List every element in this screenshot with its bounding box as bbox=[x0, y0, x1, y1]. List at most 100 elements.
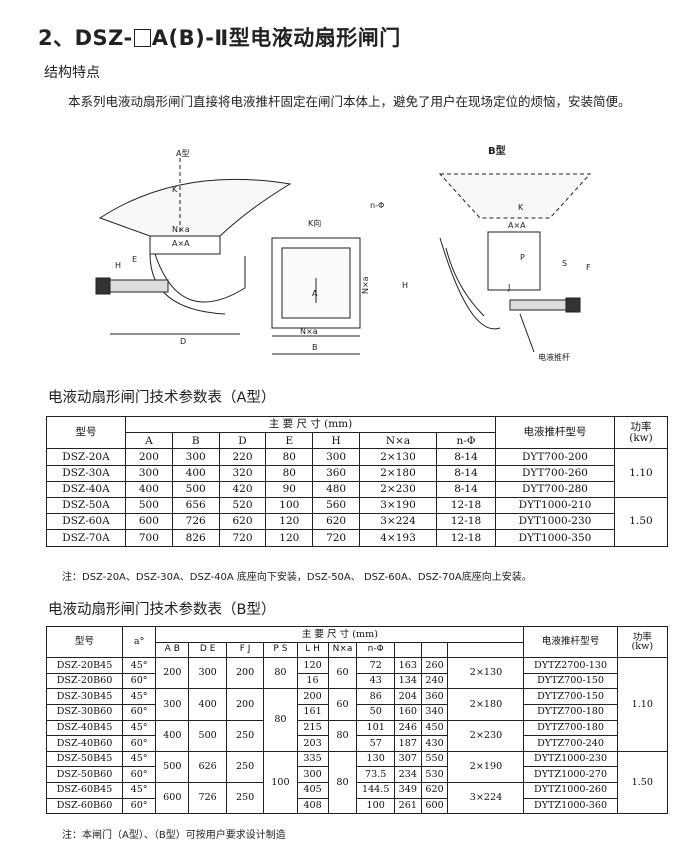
table-row: DSZ-30B45 45° 300 400 200 80 200 60 86 2… bbox=[45, 688, 668, 752]
cell-actuator: DYTZ1000-230 bbox=[523, 750, 618, 768]
nxa-label-a: N×a bbox=[172, 225, 190, 234]
cell-h: 300 bbox=[312, 448, 360, 466]
cell-angle: 45° bbox=[122, 688, 157, 705]
col-p-b: P bbox=[273, 644, 279, 655]
technical-drawing: A型 K N×a A×A E H D K向 n-Φ A N×a N×a B B型… bbox=[95, 144, 592, 362]
col-model-header: 型号 bbox=[46, 415, 126, 450]
col-f-b: F bbox=[239, 644, 245, 655]
table-row: DSZ-20B60 60° 16 43 134 240 DYTZ700-150 bbox=[45, 672, 668, 690]
cell-e: 80 bbox=[263, 657, 298, 690]
cell-h: 161 bbox=[296, 703, 329, 721]
power-unit: (kw) bbox=[629, 431, 653, 444]
cell-angle: 60° bbox=[122, 766, 157, 783]
col-blank-2 bbox=[420, 641, 449, 659]
cell-nxa: 2×180 bbox=[359, 464, 437, 482]
cell-c1: 134 bbox=[393, 672, 422, 690]
cell-actuator: DYT700-260 bbox=[495, 464, 615, 482]
cell-nphi: 12-18 bbox=[436, 529, 496, 547]
cell-c2: 550 bbox=[420, 750, 449, 768]
col-l-b: L bbox=[305, 644, 311, 655]
main-dims-unit-b: (mm) bbox=[352, 628, 378, 640]
table-row: DSZ-60B45 45° 600 726 250 405 144.5 349 … bbox=[45, 781, 668, 815]
cell-e: 100 bbox=[265, 496, 314, 515]
col-actuator-header: 电液推杆型号 bbox=[495, 415, 615, 450]
table-row: DSZ-60A 600 726 620 120 620 3×224 12-18 … bbox=[46, 513, 668, 531]
cell-angle: 60° bbox=[122, 703, 157, 721]
cell-c2: 600 bbox=[420, 797, 449, 815]
table-row: DSZ-40B45 45° 400 500 250 215 80 101 246… bbox=[45, 719, 668, 752]
col-b: B bbox=[171, 432, 220, 450]
cell-model: DSZ-50B60 bbox=[45, 766, 124, 783]
cell-h: 200 bbox=[296, 688, 329, 705]
cell-model: DSZ-40B60 bbox=[45, 735, 124, 752]
title-prefix: 2、DSZ- bbox=[38, 26, 133, 50]
cell-h: 480 bbox=[312, 480, 360, 498]
main-dims-label: 主 要 尺 寸 bbox=[268, 418, 321, 431]
power-label-b: 功率 bbox=[632, 631, 652, 643]
cell-c2: 340 bbox=[420, 703, 449, 721]
d-label: D bbox=[180, 337, 186, 346]
actuator-label: 电液推杆 bbox=[538, 352, 570, 362]
power-unit-b: (kw) bbox=[631, 641, 654, 653]
col-s-b: S bbox=[281, 644, 288, 655]
cell-nxa: 2×230 bbox=[359, 480, 437, 498]
cell-model: DSZ-70A bbox=[46, 529, 126, 547]
cell-c2: 450 bbox=[420, 719, 449, 737]
cell-d: 200 bbox=[225, 657, 265, 690]
cell-nxa: 73.5 bbox=[356, 766, 395, 783]
cell-d: 200 bbox=[225, 688, 265, 721]
cell-b: 826 bbox=[171, 529, 220, 547]
cell-model: DSZ-30B60 bbox=[45, 703, 124, 721]
cell-a: 500 bbox=[125, 496, 173, 515]
cell-model: DSZ-40A bbox=[46, 480, 126, 498]
cell-a: 300 bbox=[155, 688, 190, 721]
col-nphi: n-Φ bbox=[436, 432, 496, 450]
cell-d: 220 bbox=[218, 448, 267, 466]
cell-e: 100 bbox=[263, 750, 298, 815]
col-h: H bbox=[312, 432, 360, 450]
b-label-k: B bbox=[312, 343, 318, 352]
cell-c2: 240 bbox=[420, 672, 449, 690]
cell-c1: 261 bbox=[393, 797, 422, 815]
table-row: DSZ-60B60 60° 408 100 261 600 DYTZ1000-3… bbox=[45, 797, 668, 815]
col-blank-1 bbox=[393, 641, 422, 659]
cell-h: 720 bbox=[312, 529, 360, 547]
cell-d: 250 bbox=[225, 750, 265, 783]
page-title: 2、DSZ-A(B)-Ⅱ型电液动扇形闸门 bbox=[38, 22, 401, 52]
col-lh-header: L H bbox=[296, 641, 329, 659]
cell-b: 400 bbox=[188, 688, 227, 721]
cell-b: 656 bbox=[171, 496, 220, 515]
cell-nxa: 101 bbox=[356, 719, 395, 737]
col-actuator-header-b: 电液推杆型号 bbox=[523, 625, 618, 659]
nxa-label-k: N×a bbox=[361, 276, 370, 294]
cell-actuator: DYTZ700-150 bbox=[523, 672, 618, 690]
cell-h: 300 bbox=[296, 766, 329, 783]
cell-b: 500 bbox=[171, 480, 220, 498]
col-angle-header: a° bbox=[122, 625, 157, 659]
col-d-b: D bbox=[199, 644, 207, 655]
cell-nxa: 130 bbox=[356, 750, 395, 768]
checkbox-square-icon bbox=[133, 29, 151, 47]
col-ps-header: P S bbox=[263, 641, 298, 659]
cell-nxa: 72 bbox=[356, 657, 395, 674]
cell-a: 600 bbox=[155, 781, 190, 815]
table-row: DSZ-30A 300 400 320 80 360 2×180 8-14 DY… bbox=[46, 464, 668, 482]
cell-d: 250 bbox=[225, 781, 265, 815]
cell-actuator: DYTZ700-240 bbox=[523, 735, 618, 752]
cell-nphi: 12-18 bbox=[436, 513, 496, 531]
cell-actuator: DYT1000-230 bbox=[495, 513, 615, 531]
cell-l: 80 bbox=[327, 719, 358, 752]
table-row: DSZ-40B60 60° 203 57 187 430 DYTZ700-240 bbox=[45, 735, 668, 752]
cell-a: 600 bbox=[125, 513, 173, 531]
cell-a: 400 bbox=[125, 480, 173, 498]
table-row: DSZ-20B45 45° 200 300 200 80 120 60 72 1… bbox=[45, 657, 669, 752]
col-de-header: D E bbox=[188, 641, 227, 659]
cell-model: DSZ-40B45 bbox=[45, 719, 124, 737]
cell-d: 520 bbox=[218, 496, 267, 515]
col-a-b: A bbox=[164, 644, 171, 655]
cell-nphi: 8-14 bbox=[436, 464, 496, 482]
cell-h: 16 bbox=[296, 672, 329, 690]
col-nxa: N×a bbox=[359, 432, 437, 450]
col-nxa-header-b: N×a bbox=[327, 641, 358, 659]
cell-angle: 45° bbox=[122, 719, 157, 737]
